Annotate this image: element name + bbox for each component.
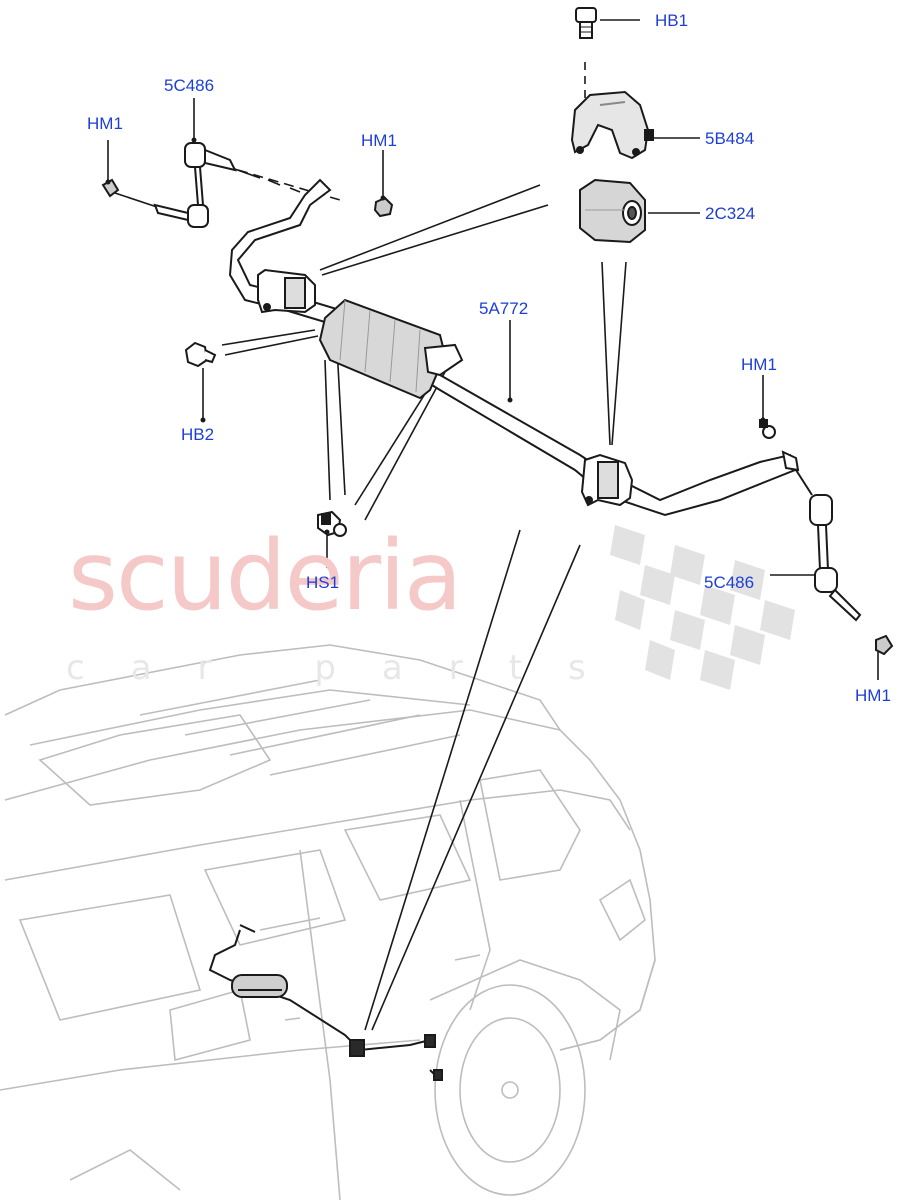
callout-5b484[interactable]: 5B484	[705, 129, 755, 148]
stabilizer-bar	[228, 178, 800, 517]
callout-5c486-right[interactable]: 5C486	[704, 573, 755, 592]
vehicle-outline	[0, 644, 656, 1200]
bracket-left	[257, 268, 316, 314]
mass-damper	[318, 298, 464, 400]
watermark-subtitle: car parts	[66, 648, 632, 688]
watermark-checker	[610, 525, 795, 690]
leader-lines	[107, 19, 879, 1031]
watermark-brand: scuderia	[68, 520, 463, 632]
bushing-clamp	[570, 90, 654, 160]
callout-anchors	[105, 137, 766, 535]
clip	[317, 510, 347, 537]
callout-5c486-top[interactable]: 5C486	[164, 76, 215, 95]
callout-hm1-bottom[interactable]: HM1	[855, 686, 891, 705]
nut-mid	[373, 196, 394, 218]
bolt-top	[575, 7, 597, 39]
callout-hb1[interactable]: HB1	[655, 11, 689, 30]
callout-hm1-mid[interactable]: HM1	[361, 131, 397, 150]
callout-hm1-right[interactable]: HM1	[741, 355, 777, 374]
vehicle-stabilizer-bar	[208, 924, 443, 1081]
drop-link-left	[101, 142, 237, 228]
callout-hb2[interactable]: HB2	[181, 425, 215, 444]
bolt-left	[184, 341, 217, 368]
callout-hs1[interactable]: HS1	[306, 573, 340, 592]
callout-2c324[interactable]: 2C324	[705, 204, 756, 223]
callout-5a772[interactable]: 5A772	[479, 299, 529, 318]
drop-link-right	[759, 419, 894, 656]
bush	[579, 178, 646, 244]
bracket-right	[580, 453, 634, 507]
callout-hm1-left[interactable]: HM1	[87, 114, 123, 133]
